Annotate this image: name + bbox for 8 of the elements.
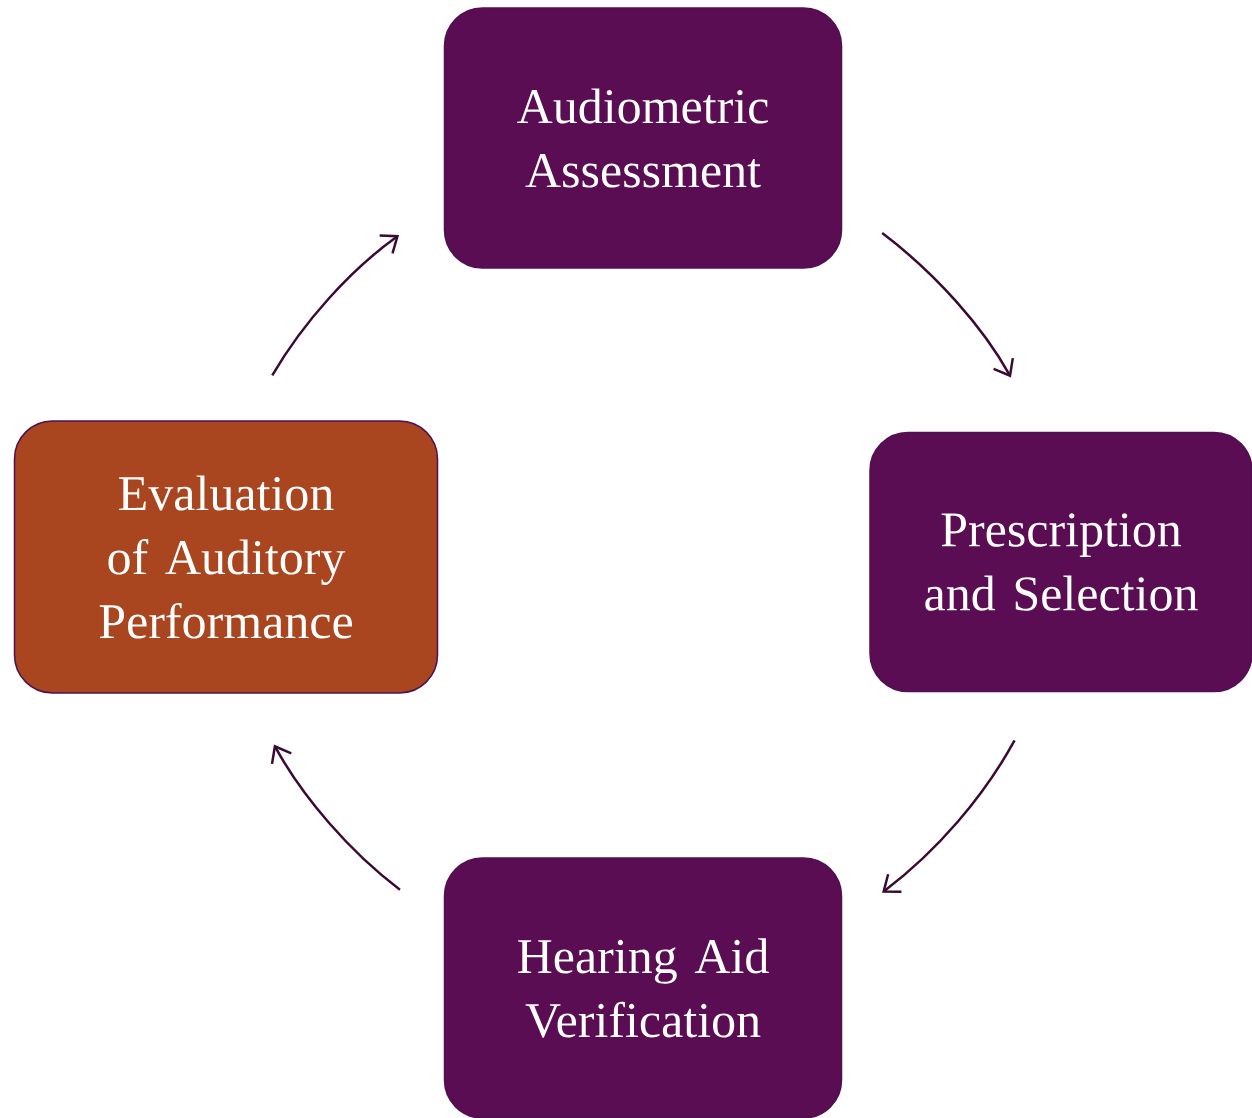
arrow xyxy=(271,234,400,376)
process-box: Prescription and Selection xyxy=(869,431,1252,693)
arrow xyxy=(881,232,1015,378)
process-box: Hearing Aid Verification xyxy=(443,857,843,1118)
arrow xyxy=(882,739,1016,894)
arrow xyxy=(270,744,401,891)
process-box: Evaluation of Auditory Performance xyxy=(13,420,439,694)
process-box: Audiometric Assessment xyxy=(443,7,843,269)
